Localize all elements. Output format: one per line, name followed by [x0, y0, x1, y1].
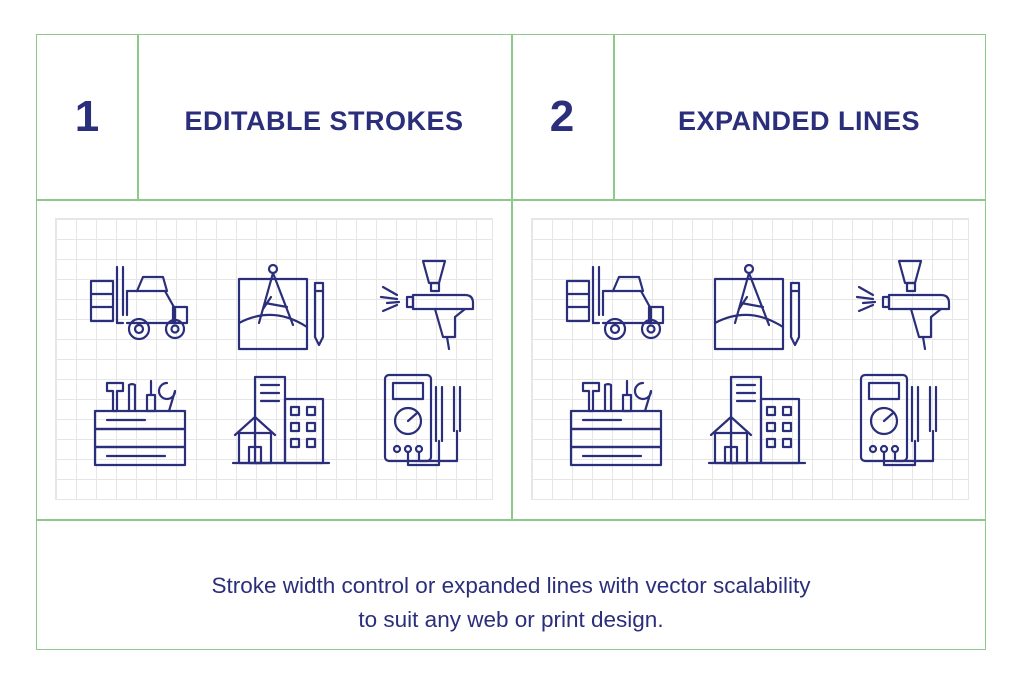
- toolbox-icon: [561, 371, 671, 471]
- blueprint-compass-icon: [229, 257, 339, 357]
- feature-card: 1 EDITABLE STROKES 2 EXPANDED LINES Stro…: [36, 34, 986, 650]
- forklift-icon: [85, 257, 195, 357]
- spray-gun-icon: [849, 257, 959, 357]
- blueprint-compass-icon: [705, 257, 815, 357]
- panel-title: EDITABLE STROKES: [184, 105, 464, 136]
- forklift-icon: [561, 257, 671, 357]
- multimeter-icon: [849, 371, 959, 471]
- panel-title: EXPANDED LINES: [677, 105, 921, 136]
- caption-line: to suit any web or print design.: [358, 607, 664, 632]
- caption: Stroke width control or expanded lines w…: [37, 555, 985, 651]
- caption-line: Stroke width control or expanded lines w…: [211, 573, 811, 598]
- spray-gun-icon: [373, 257, 483, 357]
- multimeter-icon: [373, 371, 483, 471]
- divider: [137, 35, 139, 200]
- buildings-icon: [705, 371, 815, 471]
- panel-number: 1: [74, 92, 100, 141]
- divider: [511, 35, 513, 521]
- buildings-icon: [229, 371, 339, 471]
- toolbox-icon: [85, 371, 195, 471]
- panel-number: 2: [549, 92, 575, 141]
- divider: [613, 35, 615, 200]
